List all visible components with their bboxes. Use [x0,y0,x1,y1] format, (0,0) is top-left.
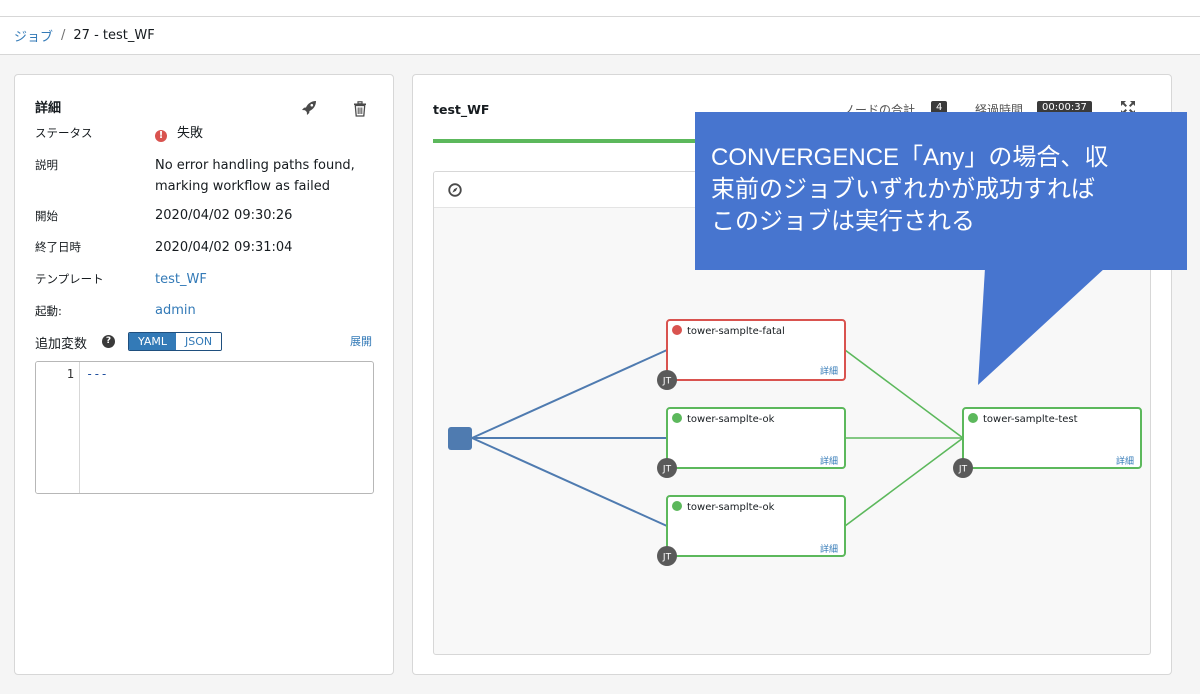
breadcrumb-separator: / [61,28,66,43]
job-template-badge-text: JT [662,553,672,563]
success-status-dot [968,413,978,423]
line-number: 1 [66,367,74,381]
node-details-link[interactable]: 詳細 [820,365,838,377]
editor-code: --- [86,367,108,381]
expand-link[interactable]: 展開 [350,335,372,348]
status-value: ! 失敗 [155,123,203,144]
workflow-node-1[interactable]: tower-samplte-fatal 詳細 JT [657,319,846,390]
success-status-dot [672,413,682,423]
status-label: ステータス [35,126,93,140]
edge-node3-node4 [844,437,964,527]
failed-status-icon: ! [155,130,167,142]
node-details-link[interactable]: 詳細 [820,455,838,467]
vars-format-toggle: YAML JSON [128,332,223,351]
rocket-icon [302,101,316,115]
delete-button[interactable] [349,98,371,120]
callout-line-2: 束前のジョブいずれかが成功すれば [711,176,1095,203]
workflow-node-2[interactable]: tower-samplte-ok 詳細 JT [657,407,846,478]
graph-canvas: tower-samplte-fatal 詳細 JT tower-samplte-… [448,319,1142,566]
editor-gutter: 1 [36,362,80,493]
elapsed-badge: 00:00:37 [1037,101,1092,115]
compass-icon[interactable] [448,183,462,197]
job-template-badge-text: JT [958,465,968,475]
breadcrumb-current: 27 - test_WF [73,28,155,43]
node-details-link[interactable]: 詳細 [1116,455,1134,467]
workflow-node-3[interactable]: tower-samplte-ok 詳細 JT [657,495,846,566]
workflow-title: test_WF [433,102,490,117]
edge-start-node3 [471,437,668,527]
template-label: テンプレート [35,272,104,286]
annotation-callout: CONVERGENCE「Any」の場合、収 束前のジョブいずれかが成功すれば こ… [695,112,1187,270]
status-text: 失敗 [177,126,204,141]
json-toggle-button[interactable]: JSON [176,333,222,350]
node-name: tower-samplte-ok [687,414,775,425]
node-details-link[interactable]: 詳細 [820,543,838,555]
top-bar [0,0,1200,17]
edge-node1-node4 [844,349,964,439]
help-icon[interactable]: ? [102,335,115,348]
started-value: 2020/04/02 09:30:26 [155,208,293,223]
job-template-badge-text: JT [662,465,672,475]
finished-label: 終了日時 [35,240,81,254]
job-template-badge [953,458,973,478]
launched-by-label: 起動: [35,304,62,318]
job-template-badge-text: JT [662,377,672,387]
workflow-node-4[interactable]: tower-samplte-test 詳細 JT [953,407,1142,478]
start-node[interactable] [448,427,472,450]
details-title: 詳細 [35,101,62,116]
failed-status-dot [672,325,682,335]
yaml-toggle-button[interactable]: YAML [129,333,177,350]
job-template-badge [657,458,677,478]
success-status-dot [672,501,682,511]
description-line-1: No error handling paths found, [155,158,355,173]
breadcrumb-jobs-link[interactable]: ジョブ [14,30,54,45]
finished-value: 2020/04/02 09:31:04 [155,240,293,255]
node-name: tower-samplte-test [983,414,1078,425]
node-name: tower-samplte-fatal [687,326,785,337]
job-template-badge [657,546,677,566]
details-panel: 詳細 ステータス ! 失敗 説明 No error handling paths … [14,74,394,675]
template-link[interactable]: test_WF [155,272,207,287]
extra-vars-editor[interactable]: 1 --- [35,361,374,494]
breadcrumb: ジョブ / 27 - test_WF [0,17,1200,55]
extra-vars-label: 追加変数 [35,337,88,352]
started-label: 開始 [35,209,58,223]
node-count-badge: 4 [931,101,948,115]
node-name: tower-samplte-ok [687,502,775,513]
callout-line-3: このジョブは実行される [711,208,975,235]
job-template-badge [657,370,677,390]
description-label: 説明 [35,158,58,172]
launched-by-link[interactable]: admin [155,303,196,318]
edge-start-node1 [471,349,668,439]
description-value: No error handling paths found, marking w… [155,155,355,197]
relaunch-button[interactable] [298,97,320,119]
trash-icon [354,101,366,117]
callout-line-1: CONVERGENCE「Any」の場合、収 [711,144,1109,171]
description-line-2: marking workflow as failed [155,179,330,194]
